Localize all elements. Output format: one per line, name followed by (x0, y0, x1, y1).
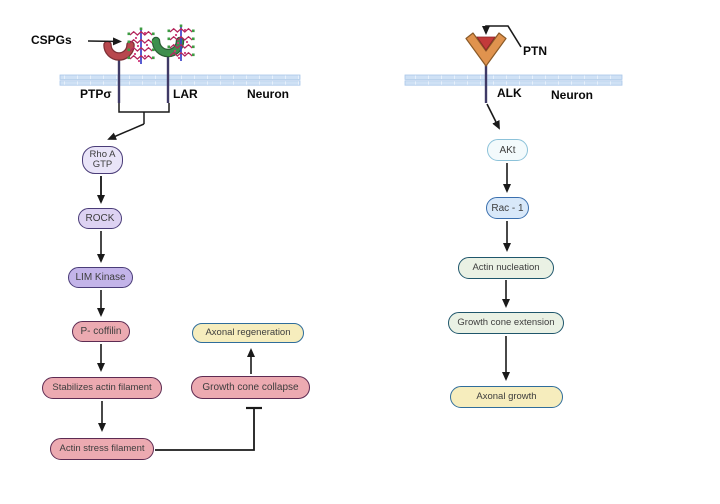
alk-to-akt-arrow (486, 103, 500, 130)
node-axonal-growth: Axonal growth (450, 386, 563, 408)
node-rock: ROCK (78, 208, 122, 229)
right-pathway-arrows (502, 163, 511, 381)
membrane-left (59, 74, 301, 86)
receptor-stems (117, 53, 488, 103)
lar-label: LAR (173, 87, 198, 101)
node-actin-stress-filament: Actin stress filament (50, 438, 154, 460)
cspgs-label: CSPGs (31, 33, 72, 47)
node-rac-1: Rac - 1 (486, 197, 529, 219)
node-lim-kinase: LIM Kinase (68, 267, 133, 288)
neuron-label-right: Neuron (551, 88, 593, 102)
node-axonal-regeneration: Axonal regeneration (192, 323, 304, 343)
left-pathway-arrows (97, 176, 106, 432)
lar-receptor-icon (151, 36, 185, 58)
alk-receptor-icon (465, 32, 507, 67)
node-growth-cone-extension: Growth cone extension (448, 312, 564, 334)
receptor-bracket-connector (107, 103, 170, 140)
node-rho-a-gtp: Rho A GTP (82, 146, 123, 174)
ptpsigma-receptor-icon (103, 40, 135, 61)
ptn-label: PTN (523, 44, 547, 58)
node-stabilizes-actin-filament: Stabilizes actin filament (42, 377, 162, 399)
inhibition-connector (155, 406, 262, 451)
node-p-coffilin: P- coffilin (72, 321, 130, 342)
node-akt: AKt (487, 139, 528, 161)
cspgs-arrow (87, 37, 122, 46)
ptn-arrow (482, 25, 522, 48)
node-actin-nucleation: Actin nucleation (458, 257, 554, 279)
neuron-label-left: Neuron (247, 87, 289, 101)
ptpsigma-label: PTPσ (80, 87, 112, 101)
alk-label: ALK (497, 86, 522, 100)
node-growth-cone-collapse: Growth cone collapse (191, 376, 310, 399)
membrane-right (404, 74, 623, 86)
